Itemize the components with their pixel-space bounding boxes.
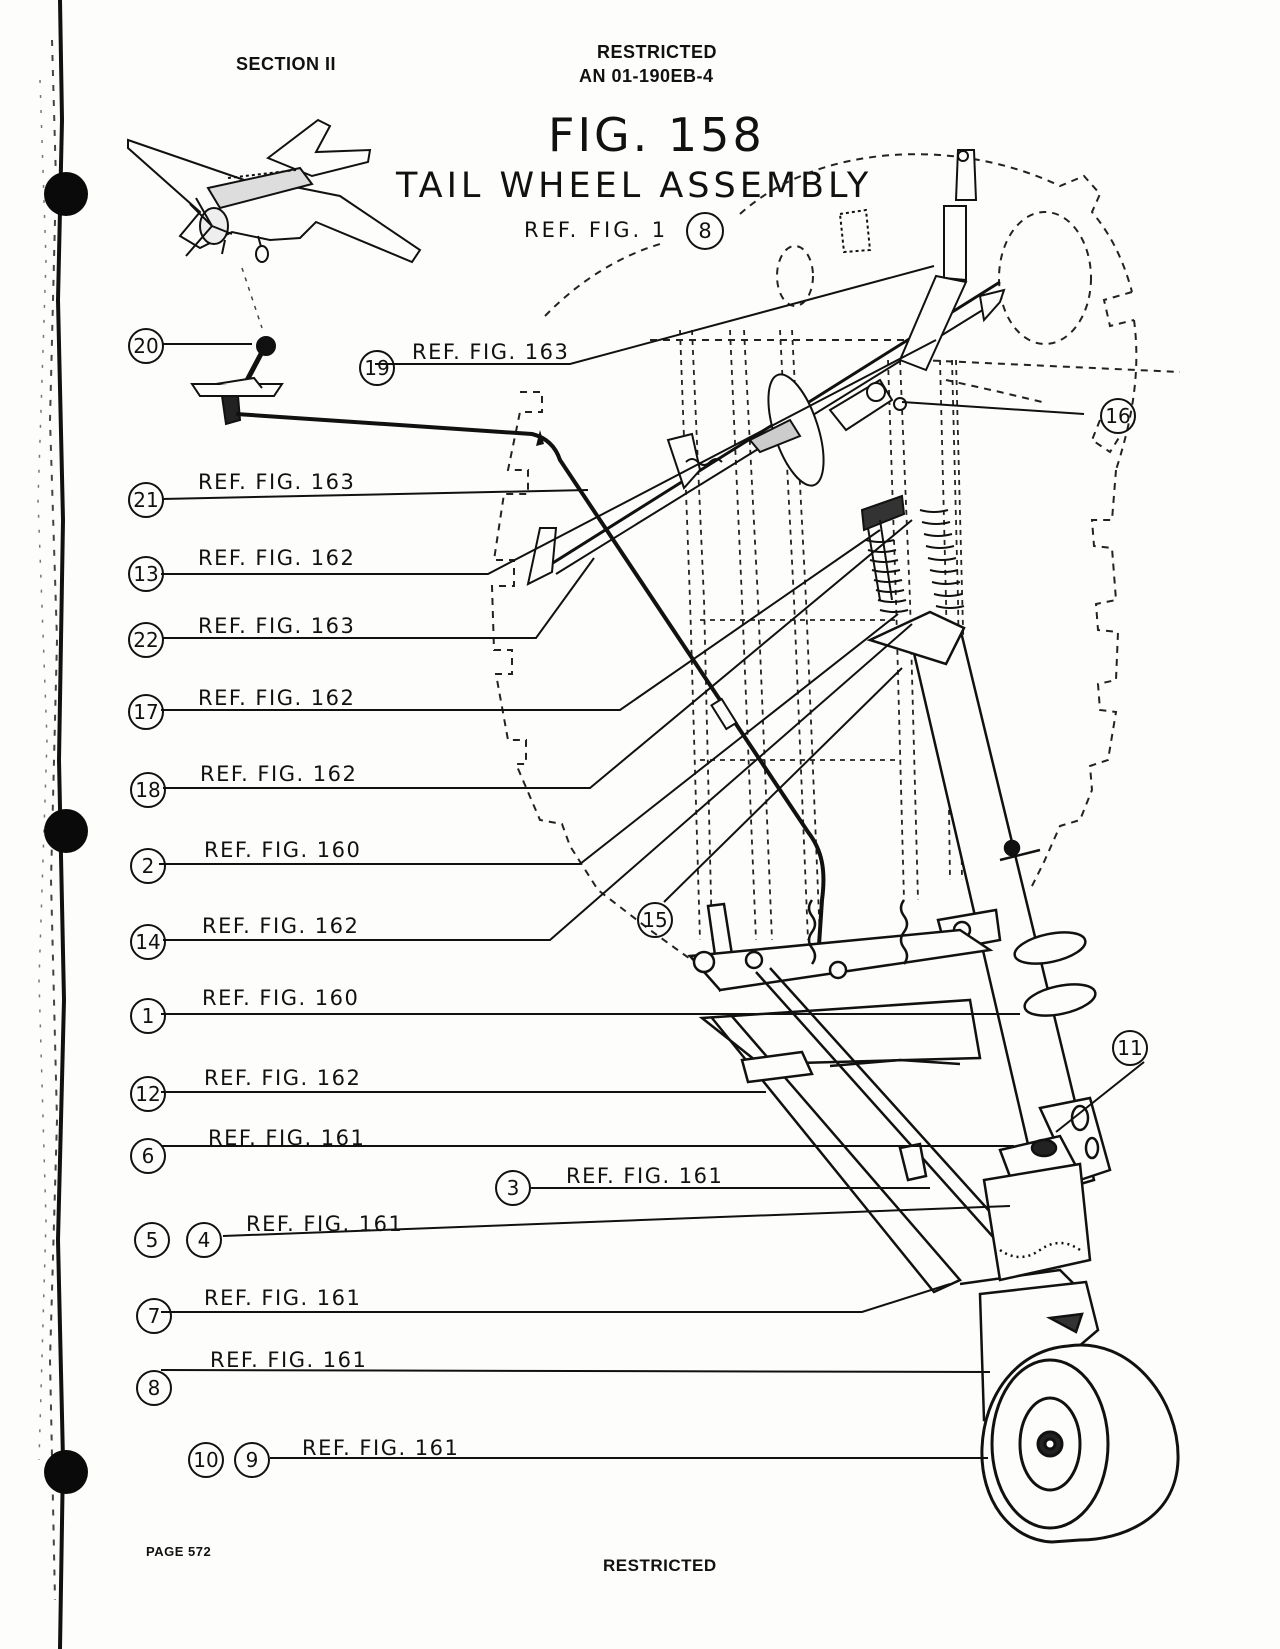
callout-ref: REF. FIG. 161 bbox=[210, 1348, 368, 1372]
callout-number: 1 bbox=[130, 998, 166, 1034]
callout-number: 2 bbox=[130, 848, 166, 884]
callout-number: 8 bbox=[136, 1370, 172, 1406]
callout-ref: REF. FIG. 160 bbox=[204, 838, 362, 862]
callout-ref: REF. FIG. 163 bbox=[198, 470, 356, 494]
callout-number: 4 bbox=[186, 1222, 222, 1258]
callout-number: 10 bbox=[188, 1442, 224, 1478]
lower-truss-frame bbox=[687, 899, 1081, 1294]
binder-hole-bottom bbox=[44, 1450, 88, 1494]
restricted-footer: RESTRICTED bbox=[603, 1556, 717, 1575]
callout-ref: REF. FIG. 161 bbox=[302, 1436, 460, 1460]
tail-wheel-tire bbox=[980, 1343, 1180, 1544]
callout-ref: REF. FIG. 162 bbox=[204, 1066, 362, 1090]
callout-number: 18 bbox=[130, 772, 166, 808]
callout-number: 11 bbox=[1112, 1030, 1148, 1066]
airplane-locator-icon bbox=[127, 118, 422, 264]
page-number: PAGE 572 bbox=[146, 1544, 212, 1559]
callout-number: 16 bbox=[1100, 398, 1136, 434]
leader-lines bbox=[159, 265, 1145, 1459]
callout-ref: REF. FIG. 161 bbox=[204, 1286, 362, 1310]
callout-ref: REF. FIG. 162 bbox=[202, 914, 360, 938]
callout-ref: REF. FIG. 161 bbox=[566, 1164, 724, 1188]
callout-ref: REF. FIG. 162 bbox=[200, 762, 358, 786]
callout-number: 12 bbox=[130, 1076, 166, 1112]
callout-number: 17 bbox=[128, 694, 164, 730]
callout-number: 6 bbox=[130, 1138, 166, 1174]
locator-leader bbox=[241, 267, 263, 329]
callout-ref: REF. FIG. 162 bbox=[198, 546, 356, 570]
upper-strut bbox=[838, 149, 978, 372]
figure-ref-circle: 8 bbox=[686, 212, 724, 250]
binder-hole-middle bbox=[44, 809, 88, 853]
cable-pulley bbox=[536, 430, 544, 446]
callout-ref: REF. FIG. 161 bbox=[246, 1212, 404, 1236]
swivel-fork bbox=[978, 1134, 1100, 1422]
restricted-header: RESTRICTED bbox=[597, 42, 718, 62]
callout-ref: REF. FIG. 163 bbox=[412, 340, 570, 364]
main-shock-strut bbox=[866, 610, 1112, 1198]
callout-ref: REF. FIG. 160 bbox=[202, 986, 360, 1010]
callout-ref: REF. FIG. 162 bbox=[198, 686, 356, 710]
callout-number: 22 bbox=[128, 622, 164, 658]
figure-number: FIG. 158 bbox=[548, 108, 765, 162]
cable-clamp bbox=[710, 697, 738, 731]
callout-number: 20 bbox=[128, 328, 164, 364]
tail-wheel-lock-handle bbox=[190, 336, 284, 426]
callout-number: 15 bbox=[637, 902, 673, 938]
binder-hole-top bbox=[44, 172, 88, 216]
callout-number: 3 bbox=[495, 1170, 531, 1206]
callout-number: 7 bbox=[136, 1298, 172, 1334]
centering-springs bbox=[860, 494, 965, 613]
callout-number: 14 bbox=[130, 924, 166, 960]
callout-ref: REF. FIG. 163 bbox=[198, 614, 356, 638]
section-label: SECTION II bbox=[236, 54, 337, 74]
callout-number: 9 bbox=[234, 1442, 270, 1478]
callout-ref: REF. FIG. 161 bbox=[208, 1126, 366, 1150]
figure-ref-text: REF. FIG. 1 bbox=[524, 218, 669, 242]
figure-title: TAIL WHEEL ASSEMBLY bbox=[396, 166, 873, 206]
lock-cable bbox=[235, 412, 826, 961]
callout-number: 13 bbox=[128, 556, 164, 592]
callout-number: 19 bbox=[359, 350, 395, 386]
centering-linkage bbox=[526, 280, 1006, 586]
document-number: AN 01-190EB-4 bbox=[579, 66, 714, 86]
fuselage-frame-outline bbox=[490, 153, 1181, 967]
callout-number: 21 bbox=[128, 482, 164, 518]
callout-number: 5 bbox=[134, 1222, 170, 1258]
